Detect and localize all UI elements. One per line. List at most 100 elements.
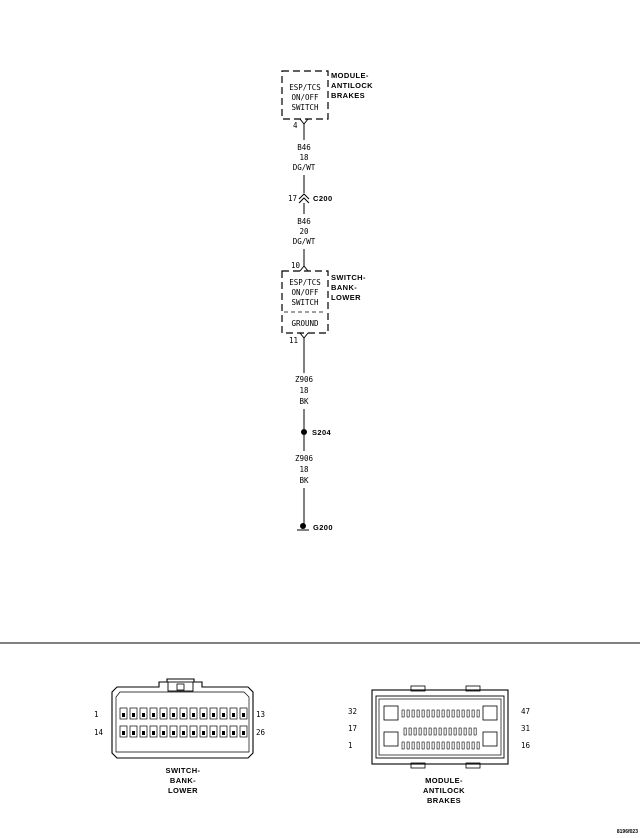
module-antilock-pin-cavity bbox=[461, 741, 465, 750]
module-antilock-pin-cavity bbox=[416, 709, 420, 718]
module-antilock-pin-cavity bbox=[401, 709, 405, 718]
module-caption-line3: BRAKES bbox=[427, 796, 461, 805]
switch-bank-pin-contact bbox=[132, 713, 135, 717]
module-antilock-pin-cavity bbox=[466, 741, 470, 750]
switch-bank-pin-contact bbox=[222, 731, 225, 735]
switch-bank-pin-label-13: 13 bbox=[256, 710, 265, 719]
switch-bank-title-line3: LOWER bbox=[331, 293, 361, 302]
module-pin-label-16: 16 bbox=[521, 741, 531, 750]
module-antilock-pin-cavity bbox=[426, 709, 430, 718]
wire1-circuit: B46 bbox=[297, 143, 311, 152]
module-antilock-pin-cavity bbox=[448, 727, 452, 736]
module-antilock-pin-cavity bbox=[421, 741, 425, 750]
switch-bank-pin-cavity bbox=[219, 725, 228, 738]
module-antilock-pin-cavity bbox=[403, 727, 407, 736]
module-antilock-pin-cavity bbox=[456, 709, 460, 718]
switch-bank-ground-terminal-icon bbox=[299, 332, 309, 339]
module-pin-terminal-icon bbox=[299, 118, 309, 125]
switch-bank-connector-caption: SWITCH- BANK- LOWER bbox=[166, 766, 201, 795]
switch-bank-pin-contact bbox=[212, 713, 215, 717]
switch-bank-pin-cavities bbox=[119, 707, 248, 738]
switch-bank-pin-cavity bbox=[209, 725, 218, 738]
module-caption-line2: ANTILOCK bbox=[423, 786, 465, 795]
switch-bank-ground-label: GROUND bbox=[291, 319, 319, 328]
switch-bank-pin-contact bbox=[192, 731, 195, 735]
module-antilock-pin-cavity bbox=[411, 741, 415, 750]
switch-bank-pin-cavity bbox=[169, 707, 178, 720]
switch-bank-caption-line3: LOWER bbox=[168, 786, 198, 795]
module-antilock-pin-cavity bbox=[463, 727, 467, 736]
module-antilock-pin-cavity bbox=[418, 727, 422, 736]
module-antilock-pin-cavity bbox=[401, 741, 405, 750]
wire3-color: BK bbox=[299, 397, 309, 406]
wire3-gauge: 18 bbox=[299, 386, 309, 395]
switch-bank-pin-cavity bbox=[139, 707, 148, 720]
module-pin-label-31: 31 bbox=[521, 724, 530, 733]
module-antilock-pin-cavity bbox=[436, 741, 440, 750]
switch-bank-pin-label-26: 26 bbox=[256, 728, 266, 737]
switch-bank-pin-cavity bbox=[189, 707, 198, 720]
module-antilock-pin-cavity bbox=[428, 727, 432, 736]
switch-bank-pin-cavity bbox=[239, 725, 248, 738]
module-antilock-pin-cavity bbox=[453, 727, 457, 736]
module-antilock-pin-cavity bbox=[408, 727, 412, 736]
switch-bank-pin-cavity bbox=[199, 707, 208, 720]
module-antilock-pin-cavity bbox=[471, 709, 475, 718]
switch-bank-pin-contact bbox=[152, 713, 155, 717]
module-antilock-pin-cavity bbox=[446, 709, 450, 718]
switch-bank-pin-contact bbox=[202, 713, 205, 717]
switch-bank-pin-cavity bbox=[239, 707, 248, 720]
switch-bank-pin-cavity bbox=[219, 707, 228, 720]
switch-bank-pin-contact bbox=[182, 713, 185, 717]
module-pin-label-32: 32 bbox=[348, 707, 357, 716]
module-antilock-pin-cavity bbox=[431, 709, 435, 718]
g200-ground-icon bbox=[297, 523, 309, 531]
switch-bank-pin-contact bbox=[242, 713, 245, 717]
module-antilock-pin-cavity bbox=[458, 727, 462, 736]
module-antilock-pin-cavity bbox=[411, 709, 415, 718]
c200-label: C200 bbox=[313, 194, 333, 203]
switch-bank-pin-contact bbox=[202, 731, 205, 735]
module-title-line2: ANTILOCK bbox=[331, 81, 373, 90]
switch-bank-caption-line1: SWITCH- bbox=[166, 766, 201, 775]
module-pin-label-17: 17 bbox=[348, 724, 357, 733]
switch-bank-pin-cavity bbox=[229, 725, 238, 738]
switch-bank-pin-cavity bbox=[199, 725, 208, 738]
switch-bank-title-line1: SWITCH- bbox=[331, 273, 366, 282]
switch-bank-pin-contact bbox=[152, 731, 155, 735]
switch-bank-pin-cavity bbox=[179, 725, 188, 738]
module-antilock-pin-cavity bbox=[438, 727, 442, 736]
module-switch-label-line1: ESP/TCS bbox=[289, 83, 321, 92]
switch-bank-pin-cavity bbox=[179, 707, 188, 720]
switch-bank-pin-cavity bbox=[169, 725, 178, 738]
module-antilock-switch-box: ESP/TCS ON/OFF SWITCH bbox=[281, 70, 329, 120]
switch-bank-pin-top: 10 bbox=[291, 261, 301, 270]
wire2-gauge: 20 bbox=[299, 227, 309, 236]
module-antilock-pin-cavity bbox=[433, 727, 437, 736]
module-antilock-pin-cavity bbox=[406, 709, 410, 718]
switch-bank-pin-contact bbox=[122, 713, 125, 717]
module-pin-number: 4 bbox=[293, 121, 298, 130]
wire1-gauge: 18 bbox=[299, 153, 309, 162]
switch-bank-connector-face: 1 14 13 26 bbox=[94, 678, 266, 759]
switch-bank-pin-cavity bbox=[129, 707, 138, 720]
switch-bank-pin-contact bbox=[232, 713, 235, 717]
wire4-gauge: 18 bbox=[299, 465, 309, 474]
switch-bank-pin-cavity bbox=[129, 725, 138, 738]
module-antilock-pin-cavity bbox=[416, 741, 420, 750]
switch-bank-pin-cavity bbox=[159, 725, 168, 738]
switch-bank-pin-terminal-icon bbox=[299, 265, 309, 272]
module-pin-label-1: 1 bbox=[348, 741, 353, 750]
module-antilock-pin-cavity bbox=[471, 741, 475, 750]
module-antilock-pin-cavity bbox=[406, 741, 410, 750]
module-antilock-pin-cavity bbox=[456, 741, 460, 750]
switch-bank-pin-contact bbox=[162, 713, 165, 717]
wire-label-b46-18: B46 18 DG/WT bbox=[293, 143, 316, 172]
module-antilock-pin-cavity bbox=[441, 709, 445, 718]
switch-bank-pin-contact bbox=[182, 731, 185, 735]
module-pin-label-47: 47 bbox=[521, 707, 530, 716]
switch-bank-pin-contact bbox=[162, 731, 165, 735]
module-antilock-connector-caption: MODULE- ANTILOCK BRAKES bbox=[423, 776, 465, 805]
wire3-circuit: Z906 bbox=[295, 375, 314, 384]
module-antilock-pin-cavity bbox=[473, 727, 477, 736]
